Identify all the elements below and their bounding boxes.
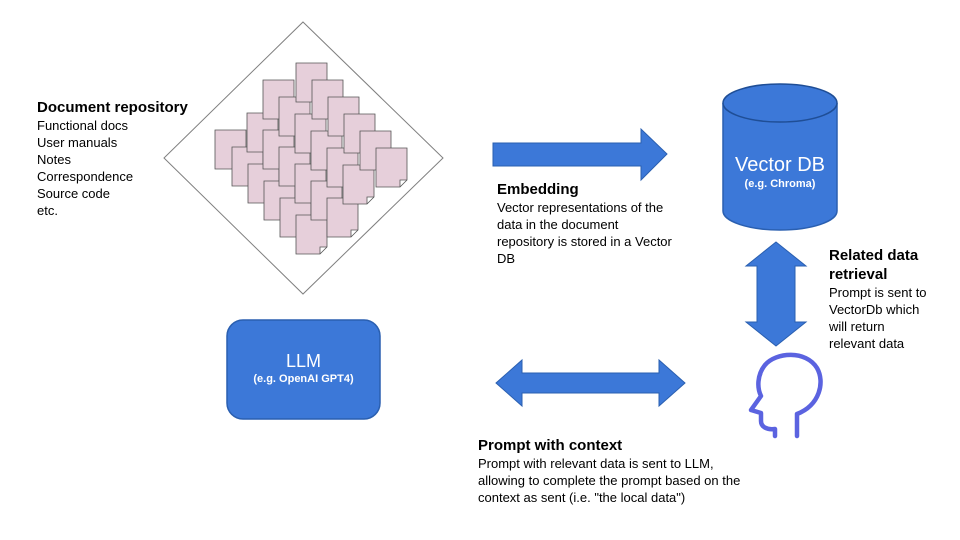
prompt-double-arrow (495, 358, 686, 408)
user-head-icon (748, 352, 823, 439)
prompt-text: Prompt with context Prompt with relevant… (478, 436, 740, 506)
llm-title: LLM (285, 351, 321, 371)
embedding-line: repository is stored in a Vector (497, 234, 672, 249)
embedding-line: Vector representations of the (497, 200, 664, 215)
retrieval-line: will return (829, 319, 885, 334)
document-stack-icon (214, 62, 408, 255)
vector-db-cylinder (722, 83, 838, 231)
prompt-title: Prompt with context (478, 437, 623, 454)
retrieval-line: Prompt is sent to (829, 285, 927, 300)
document-page-icon (295, 214, 328, 255)
llm-subtitle: (e.g. OpenAI GPT4) (253, 373, 354, 385)
vector-db-subtitle: (e.g. Chroma) (744, 178, 816, 190)
llm-box (226, 319, 381, 420)
retrieval-title: retrieval (829, 266, 888, 283)
prompt-line: allowing to complete the prompt based on… (478, 473, 741, 488)
retrieval-line: relevant data (829, 336, 905, 351)
embedding-arrow (492, 127, 668, 182)
llm-label: LLM (e.g. OpenAI GPT4) (227, 350, 380, 387)
embedding-text: Embedding Vector representations of the … (497, 180, 672, 267)
prompt-line: Prompt with relevant data is sent to LLM… (478, 456, 714, 471)
embedding-line: data in the document (497, 217, 619, 232)
retrieval-double-arrow (744, 241, 808, 347)
prompt-line: context as sent (i.e. "the local data") (478, 490, 686, 505)
retrieval-text: Related data retrieval Prompt is sent to… (829, 246, 927, 352)
repository-item: Correspondence (37, 169, 134, 184)
vector-db-title: Vector DB (734, 154, 826, 176)
document-page-icon (375, 147, 408, 188)
repository-item: etc. (37, 203, 58, 218)
retrieval-line: VectorDb which (829, 302, 920, 317)
vector-db-label: Vector DB (e.g. Chroma) (723, 153, 837, 192)
embedding-title: Embedding (497, 181, 579, 198)
repository-item: User manuals (37, 135, 118, 150)
repository-text: Document repository Functional docs User… (37, 98, 188, 219)
document-page-icon (326, 197, 359, 238)
repository-item: Source code (37, 186, 110, 201)
repository-item: Notes (37, 152, 71, 167)
embedding-line: DB (497, 251, 516, 266)
repository-item: Functional docs (37, 118, 129, 133)
retrieval-title: Related data (829, 247, 919, 264)
repository-title: Document repository (37, 99, 188, 116)
